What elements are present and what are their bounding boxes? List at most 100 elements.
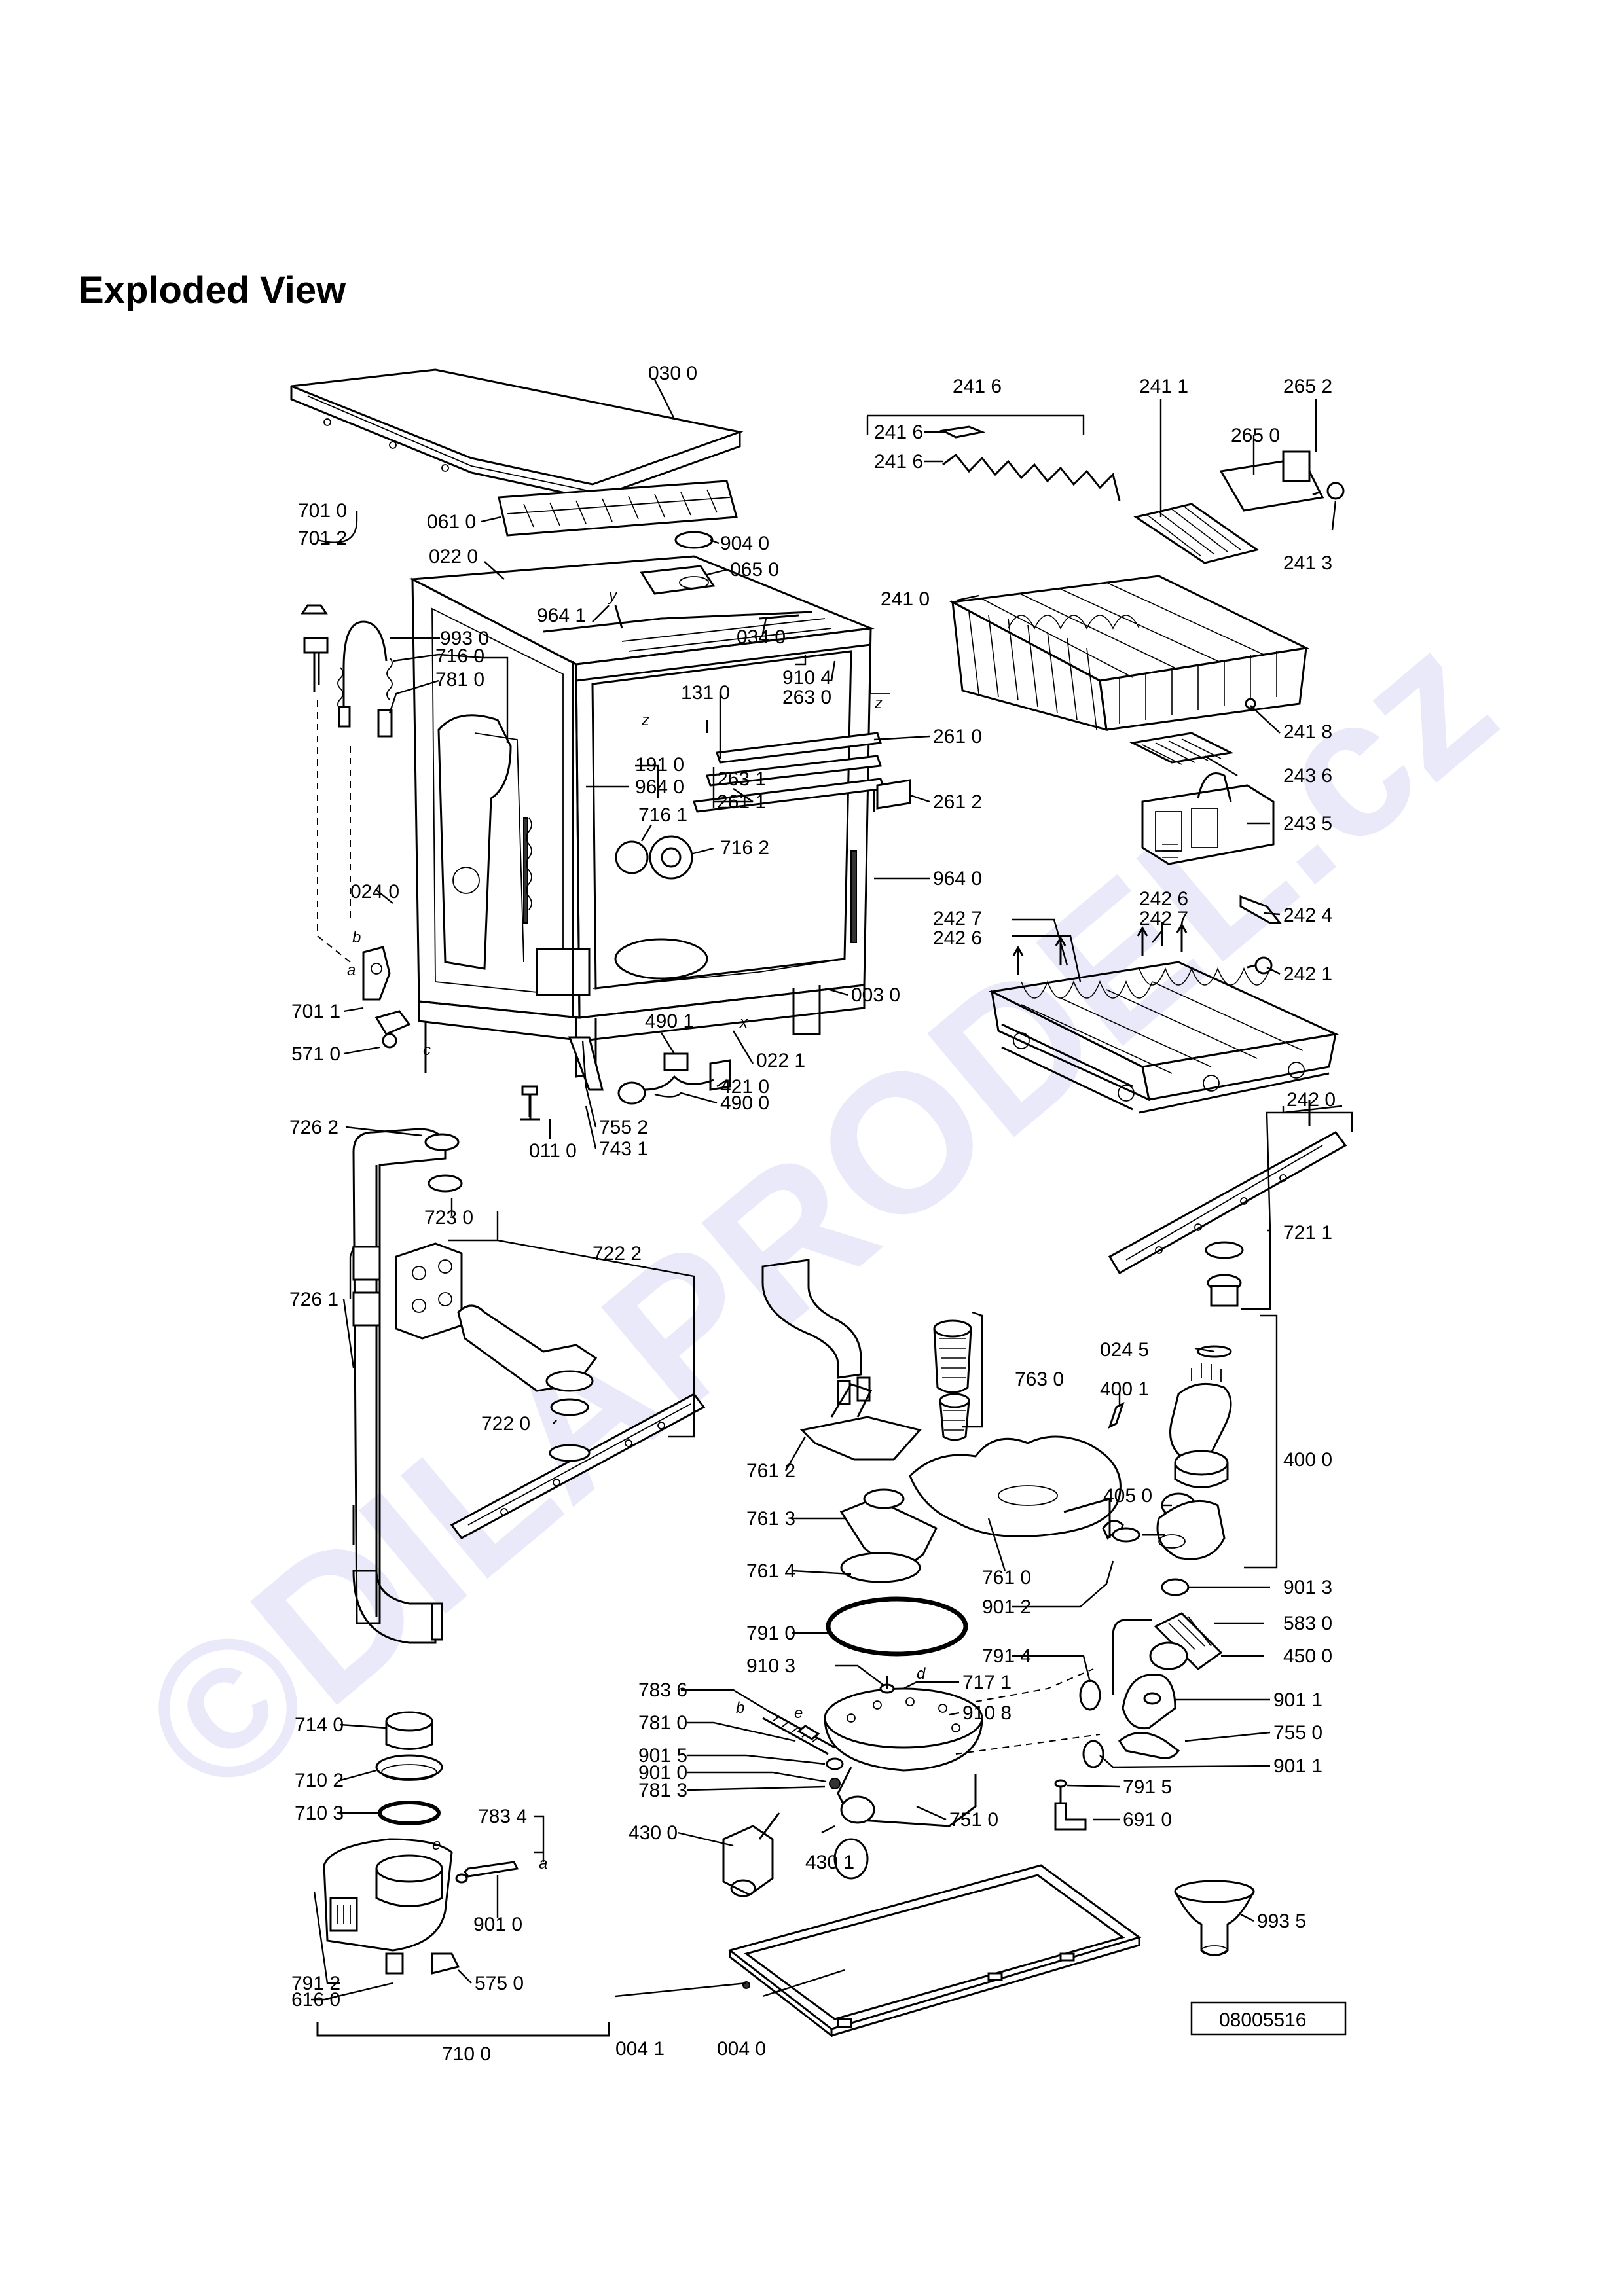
flat-filter-part (909, 1435, 1122, 1537)
funnel-part (1174, 1880, 1255, 1956)
lower-basket-part (989, 923, 1340, 1114)
part-label: 241 6 (874, 451, 923, 473)
cutlery-basket-part (1129, 732, 1275, 865)
part-label: 761 3 (746, 1508, 795, 1530)
part-drawings (290, 368, 1347, 2038)
part-label: 993 5 (1257, 1910, 1306, 1932)
part-label: 791 5 (1123, 1776, 1172, 1798)
inlet-hoses-part (301, 604, 393, 963)
sump-filter-part (761, 1259, 938, 1583)
part-label: 791 0 (746, 1623, 795, 1644)
letter-mark: c (423, 1041, 431, 1059)
part-label: 003 0 (851, 984, 900, 1006)
basket-clip-part (939, 425, 1121, 501)
part-label: 265 0 (1231, 425, 1280, 446)
part-label: 191 0 (635, 754, 684, 776)
part-label: 791 2 (291, 1973, 340, 1994)
part-label: 004 0 (717, 2038, 766, 2060)
part-label: 722 0 (481, 1413, 530, 1435)
part-label: 242 6 (1139, 888, 1188, 910)
part-label: 761 0 (982, 1567, 1031, 1588)
part-label: 243 5 (1283, 813, 1332, 834)
part-label: 243 6 (1283, 765, 1332, 787)
part-label: 901 1 (1273, 1689, 1322, 1711)
valve-bracket-part (362, 946, 411, 1049)
worktop-part (290, 368, 744, 500)
part-label: 761 2 (746, 1460, 795, 1482)
part-label: 242 4 (1283, 905, 1332, 926)
part-label: 263 0 (782, 687, 831, 708)
part-label: 004 1 (615, 2038, 665, 2060)
part-label: 910 4 (782, 667, 831, 689)
letter-mark: a (539, 1855, 547, 1873)
part-label: 575 0 (475, 1973, 524, 1994)
sensor-part (1054, 1779, 1087, 1831)
part-label: 755 2 (599, 1117, 648, 1138)
part-label: 241 3 (1283, 552, 1332, 574)
letter-mark: b (352, 929, 361, 946)
part-label: 993 0 (440, 628, 489, 649)
part-label: 901 1 (1273, 1755, 1322, 1777)
part-label: 490 0 (720, 1092, 769, 1114)
upper-basket-part (949, 575, 1309, 732)
part-label: 583 0 (1283, 1613, 1332, 1634)
part-label: 716 2 (720, 837, 769, 859)
part-label: 964 1 (537, 605, 586, 626)
part-label: 783 6 (638, 1679, 687, 1701)
part-label: 490 1 (645, 1011, 694, 1032)
upper-spray-arm-part (1108, 1100, 1347, 1307)
lower-basket-wheel-part (1239, 895, 1283, 975)
part-label: 901 5 (638, 1745, 687, 1767)
tub-cabinet-part (409, 555, 875, 1078)
part-label: 710 3 (295, 1803, 344, 1824)
gasket-ring-part (826, 1596, 968, 1657)
part-label: 761 4 (746, 1560, 795, 1582)
part-label: 723 0 (424, 1207, 473, 1229)
base-frame-part (727, 1864, 1142, 2038)
part-label: 701 1 (291, 1001, 340, 1022)
part-label: 722 2 (593, 1243, 642, 1265)
letter-mark: z (874, 694, 883, 712)
part-label: 261 1 (717, 791, 766, 813)
part-label: 716 1 (638, 804, 687, 826)
part-label: 721 1 (1283, 1222, 1332, 1244)
part-label: 450 0 (1283, 1645, 1332, 1667)
part-label: 763 0 (1015, 1369, 1064, 1390)
part-label: 691 0 (1123, 1809, 1172, 1831)
part-label: 241 6 (953, 376, 1002, 397)
letter-mark: d (917, 1665, 926, 1683)
part-label: 030 0 (648, 363, 697, 384)
part-label: 781 0 (638, 1712, 687, 1734)
part-label: 061 0 (427, 511, 476, 533)
cable-duct-part (498, 480, 738, 537)
letter-mark: y (608, 587, 618, 605)
screw-part (521, 1085, 538, 1117)
part-label: 901 3 (1283, 1577, 1332, 1598)
part-label: 241 0 (881, 588, 930, 610)
part-label: 265 2 (1283, 376, 1332, 397)
part-label: 024 0 (350, 881, 399, 903)
part-label: 241 6 (874, 422, 923, 443)
letter-mark: e (432, 1836, 441, 1854)
part-label: 571 0 (291, 1043, 340, 1065)
letter-mark: z (641, 711, 649, 729)
letter-mark: e (794, 1704, 803, 1722)
part-label: 242 7 (933, 908, 982, 929)
part-label: 242 7 (1139, 908, 1188, 929)
part-label: 901 2 (982, 1596, 1031, 1618)
page-title: Exploded View (79, 269, 346, 312)
part-label: 781 0 (435, 669, 484, 691)
part-label: 242 0 (1286, 1089, 1336, 1111)
part-label: 263 1 (717, 768, 766, 790)
top-small-parts (614, 531, 799, 629)
water-softener-part (316, 1711, 610, 2037)
part-label: 430 0 (629, 1822, 678, 1844)
rails-part (692, 674, 911, 813)
part-number-labels: 030 0 241 6 241 6 241 6 241 1 265 2 265 … (289, 363, 1336, 2065)
letter-mark: x (739, 1014, 748, 1031)
part-label: 701 0 (298, 500, 347, 522)
circulation-pump-part (1102, 1345, 1232, 1560)
part-label: 964 0 (933, 868, 982, 889)
leader-lines (311, 379, 1353, 2001)
